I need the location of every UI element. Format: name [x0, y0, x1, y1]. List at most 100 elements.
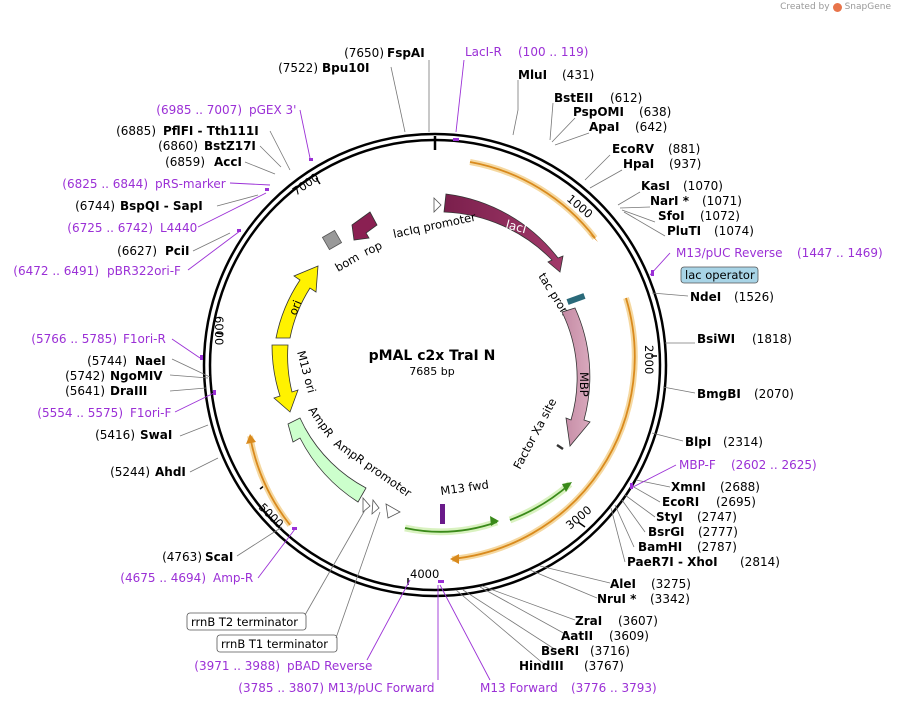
primer-marks	[200, 138, 654, 583]
site-pos-pluti: (1074)	[714, 224, 754, 238]
factor-xa-label: Factor Xa site	[510, 396, 559, 472]
primer-name-amp-r[interactable]: Amp-R	[213, 571, 253, 585]
primer-range-m13puc-forward: (3785 .. 3807)	[238, 681, 324, 695]
backbone-outer	[202, 132, 668, 598]
primer-name-laci-r[interactable]: LacI-R	[465, 45, 502, 59]
site-name-bstz17i[interactable]: BstZ17I	[204, 139, 256, 153]
mbp-feature[interactable]	[561, 307, 591, 447]
brand-name: SnapGene	[844, 2, 891, 12]
factor-xa-mark	[556, 443, 564, 451]
site-name-blpi[interactable]: BlpI	[685, 435, 711, 449]
site-name-alei[interactable]: AleI	[610, 577, 636, 591]
site-name-mlui[interactable]: MluI	[518, 68, 547, 82]
site-name-bpu10i[interactable]: Bpu10I	[322, 61, 369, 75]
primer-name-l4440[interactable]: L4440	[160, 221, 197, 235]
primer-range-f1ori-f: (5554 .. 5575)	[37, 406, 123, 420]
ori-feature[interactable]	[275, 265, 319, 339]
site-name-kasi[interactable]: KasI	[641, 179, 670, 193]
mbp-label: MBP	[577, 372, 591, 397]
primer-name-pbr322ori-f[interactable]: pBR322ori-F	[107, 264, 181, 278]
bom-feature[interactable]	[321, 229, 343, 251]
rrnB-T2-box[interactable]	[186, 612, 307, 631]
site-pos-naei: (5744)	[87, 354, 127, 368]
lacI-feature[interactable]	[443, 193, 564, 273]
site-name-zrai[interactable]: ZraI	[575, 614, 602, 628]
site-name-bmgbi[interactable]: BmgBI	[697, 387, 741, 401]
primer-name-prs-marker[interactable]: pRS-marker	[155, 177, 226, 191]
rrnB-terminator-icon-1	[371, 498, 380, 515]
site-name-styi[interactable]: StyI	[656, 510, 683, 524]
site-pos-bpu10i: (7522)	[278, 61, 318, 75]
site-pos-kasi: (1070)	[683, 179, 723, 193]
site-pos-bsiwi: (1818)	[752, 332, 792, 346]
site-pos-bstz17i: (6860)	[158, 139, 198, 153]
site-pos-nrui: (3342)	[650, 592, 690, 606]
mbp-region-arc	[451, 297, 636, 560]
site-name-aatii[interactable]: AatII	[561, 629, 593, 643]
site-name-hindiii[interactable]: HindIII	[519, 659, 564, 673]
site-name-acci[interactable]: AccI	[214, 155, 242, 169]
primer-name-f1ori-f[interactable]: F1ori-F	[130, 406, 171, 420]
site-name-bamhi[interactable]: BamHI	[638, 540, 682, 554]
site-name-xmni[interactable]: XmnI	[671, 480, 706, 494]
site-name-ahdi[interactable]: AhdI	[155, 465, 186, 479]
tick-label-6000: 6000	[212, 316, 226, 345]
tick-label-2000: 2000	[642, 345, 656, 374]
ampr-feature[interactable]	[287, 417, 367, 503]
primer-leaders	[171, 59, 677, 681]
site-pos-nari: (1071)	[702, 194, 742, 208]
site-pos-hpai: (937)	[669, 157, 701, 171]
site-pos-fspai: (7650)	[344, 46, 384, 60]
site-name-bspqi[interactable]: BspQI - SapI	[120, 199, 203, 213]
site-pos-mlui: (431)	[562, 68, 594, 82]
site-name-sfoi[interactable]: SfoI	[658, 209, 685, 223]
primer-range-m13puc-reverse: (1447 .. 1469)	[797, 246, 883, 260]
site-name-bseri[interactable]: BseRI	[541, 644, 579, 658]
site-name-bsrgi[interactable]: BsrGI	[648, 525, 685, 539]
site-name-scai[interactable]: ScaI	[205, 550, 233, 564]
mbp-fwd-arrow-icon	[562, 482, 572, 492]
site-name-xhoi[interactable]: PaeR7I - XhoI	[627, 555, 718, 569]
site-pos-xmni: (2688)	[720, 480, 760, 494]
site-pos-apai: (642)	[635, 120, 667, 134]
primer-name-m13puc-forward[interactable]: M13/pUC Forward	[328, 681, 435, 695]
primer-name-pgex3[interactable]: pGEX 3'	[249, 103, 296, 117]
site-name-swai[interactable]: SwaI	[140, 428, 172, 442]
primer-range-m13-forward: (3776 .. 3793)	[571, 681, 657, 695]
site-name-draiii[interactable]: DraIII	[110, 384, 147, 398]
site-name-hpai[interactable]: HpaI	[623, 157, 654, 171]
rrnB-T1-box[interactable]	[216, 634, 338, 653]
site-name-pluti[interactable]: PluTI	[667, 224, 701, 238]
site-name-fspai[interactable]: FspAI	[387, 46, 425, 60]
site-pos-pspomi: (638)	[639, 105, 671, 119]
primer-name-f1ori-r[interactable]: F1ori-R	[123, 332, 166, 346]
site-pos-ahdi: (5244)	[110, 465, 150, 479]
brand-text: Created by	[780, 2, 830, 12]
snapgene-logo-icon	[832, 2, 842, 12]
primer-name-pbad-reverse[interactable]: pBAD Reverse	[287, 659, 372, 673]
site-name-pspomi[interactable]: PspOMI	[573, 105, 624, 119]
site-name-bsteii[interactable]: BstEII	[554, 91, 593, 105]
lac-operator-box[interactable]	[680, 266, 759, 284]
site-pos-bsteii: (612)	[610, 91, 642, 105]
rop-feature[interactable]	[351, 211, 378, 241]
site-name-pflfi[interactable]: PflFI - Tth111I	[163, 124, 259, 138]
primer-name-m13-forward[interactable]: M13 Forward	[480, 681, 558, 695]
site-name-bsiwi[interactable]: BsiWI	[697, 332, 735, 346]
site-name-nari[interactable]: NarI *	[650, 194, 690, 208]
tick-marks	[215, 177, 657, 585]
primer-name-m13puc-reverse[interactable]: M13/pUC Reverse	[676, 246, 783, 260]
site-pos-zrai: (3607)	[618, 614, 658, 628]
site-pos-ngomiv: (5742)	[65, 369, 105, 383]
site-name-ecorv[interactable]: EcoRV	[612, 142, 655, 156]
site-name-nrui[interactable]: NruI *	[597, 592, 637, 606]
site-name-ndei[interactable]: NdeI	[690, 290, 721, 304]
site-pos-swai: (5416)	[95, 428, 135, 442]
site-name-pcii[interactable]: PciI	[165, 244, 190, 258]
m13-ori-feature[interactable]	[271, 344, 299, 413]
site-name-ecori[interactable]: EcoRI	[662, 495, 699, 509]
site-name-apai[interactable]: ApaI	[589, 120, 619, 134]
primer-name-mbp-f[interactable]: MBP-F	[679, 458, 716, 472]
site-name-ngomiv[interactable]: NgoMIV	[110, 369, 163, 383]
site-name-naei[interactable]: NaeI	[135, 354, 166, 368]
